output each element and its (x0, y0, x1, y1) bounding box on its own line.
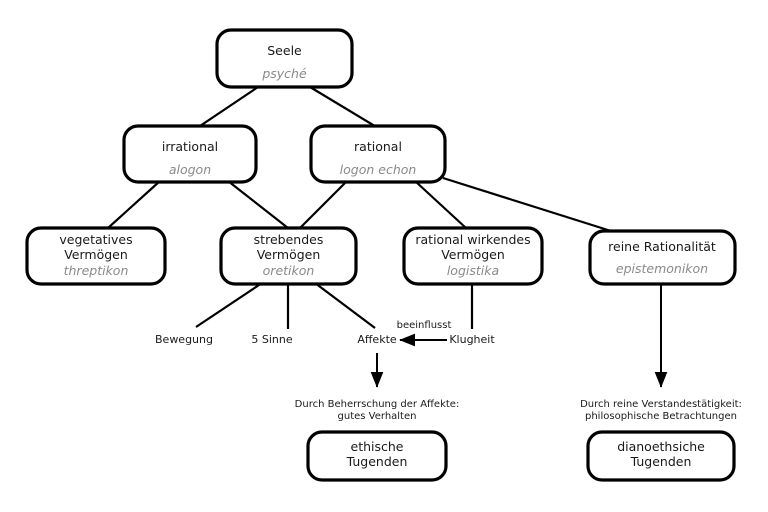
node-dianoethsiche-tugenden-box[interactable] (586, 430, 736, 482)
node-vegetatives-box[interactable] (25, 226, 167, 286)
node-strebendes-greek: oretikon (263, 263, 315, 278)
edge-rational-to-rational-wirkendes (414, 180, 467, 229)
node-reine-rationalitaet-label-line1: reine Rationalität (608, 239, 716, 254)
leaf-label-affekte: Affekte (357, 333, 397, 346)
caption-dianoethsiche: Durch reine Verstandestätigkeit: philoso… (580, 399, 742, 422)
node-reine-rationalitaet[interactable]: reine Rationalität epistemonikon (588, 229, 737, 286)
node-dianoethsiche-tugenden-line1: dianoethsiche (617, 439, 705, 454)
node-strebendes-box[interactable] (219, 226, 358, 286)
node-vegetatives-label-line1: vegetatives (59, 232, 132, 247)
node-rational-wirkendes-label-line2: Vermögen (441, 247, 505, 262)
node-rational-wirkendes-vermoegen[interactable]: rational wirkendes Vermögen logistika (402, 226, 544, 286)
node-strebendes-vermoegen[interactable]: strebendes Vermögen oretikon (219, 226, 358, 286)
node-rational-box[interactable] (309, 124, 447, 184)
edge-strebendes-to-affekte (314, 282, 376, 329)
node-rational-wirkendes-label-line1: rational wirkendes (415, 232, 530, 247)
node-seele-box[interactable] (215, 28, 354, 89)
node-ethische-tugenden-box[interactable] (306, 430, 448, 482)
edge-seele-to-rational (309, 86, 379, 129)
node-ethische-tugenden-line1: ethische (351, 439, 404, 454)
node-rational[interactable]: rational logon echon (309, 124, 447, 184)
node-dianoethsiche-tugenden[interactable]: dianoethsiche Tugenden (586, 430, 736, 482)
node-rational-wirkendes-greek: logistika (447, 263, 499, 278)
node-irrational-box[interactable] (122, 124, 258, 184)
node-strebendes-label-line2: Vermögen (257, 247, 321, 262)
edge-rational-to-reine-rationalitaet (442, 176, 612, 233)
leaf-label-bewegung: Bewegung (155, 333, 213, 346)
node-seele-greek: psyché (261, 66, 307, 81)
edge-irrational-to-vegetatives (107, 180, 161, 229)
caption-ethische-line1: Durch Beherrschung der Affekte: (295, 399, 460, 410)
node-ethische-tugenden[interactable]: ethische Tugenden (306, 430, 448, 482)
caption-ethische: Durch Beherrschung der Affekte: gutes Ve… (295, 399, 460, 422)
node-rational-label: rational (354, 139, 402, 154)
node-strebendes-label-line1: strebendes (254, 232, 324, 247)
node-rational-wirkendes-box[interactable] (402, 226, 544, 286)
node-reine-rationalitaet-greek: epistemonikon (616, 261, 708, 276)
node-vegetatives-vermoegen[interactable]: vegetatives Vermögen threptikon (25, 226, 167, 286)
node-irrational-greek: alogon (169, 162, 211, 177)
node-vegetatives-label-line2: Vermögen (64, 247, 128, 262)
node-seele[interactable]: Seele psyché (215, 28, 354, 89)
edge-irrational-to-strebendes (227, 180, 289, 229)
edge-rational-to-strebendes (299, 180, 348, 229)
caption-ethische-line2: gutes Verhalten (338, 411, 417, 422)
node-reine-rationalitaet-box[interactable] (588, 229, 737, 286)
leaf-label-klugheit: Klugheit (449, 333, 495, 346)
edge-seele-to-irrational (196, 86, 259, 129)
node-seele-label: Seele (267, 43, 302, 58)
node-dianoethsiche-tugenden-line2: Tugenden (630, 454, 692, 469)
edge-group: Affekte --> (107, 86, 668, 388)
node-irrational[interactable]: irrational alogon (122, 124, 258, 184)
edge-strebendes-to-bewegung (195, 282, 263, 328)
node-ethische-tugenden-line2: Tugenden (346, 454, 408, 469)
leaf-label-5-sinne: 5 Sinne (251, 333, 292, 346)
edge-label-beeinflusst: beeinflusst (397, 320, 452, 331)
caption-dianoethsiche-line1: Durch reine Verstandestätigkeit: (580, 399, 742, 410)
node-rational-greek: logon echon (340, 162, 417, 177)
caption-dianoethsiche-line2: philosophische Betrachtungen (585, 411, 737, 422)
node-vegetatives-greek: threptikon (64, 263, 129, 278)
node-irrational-label: irrational (162, 139, 218, 154)
